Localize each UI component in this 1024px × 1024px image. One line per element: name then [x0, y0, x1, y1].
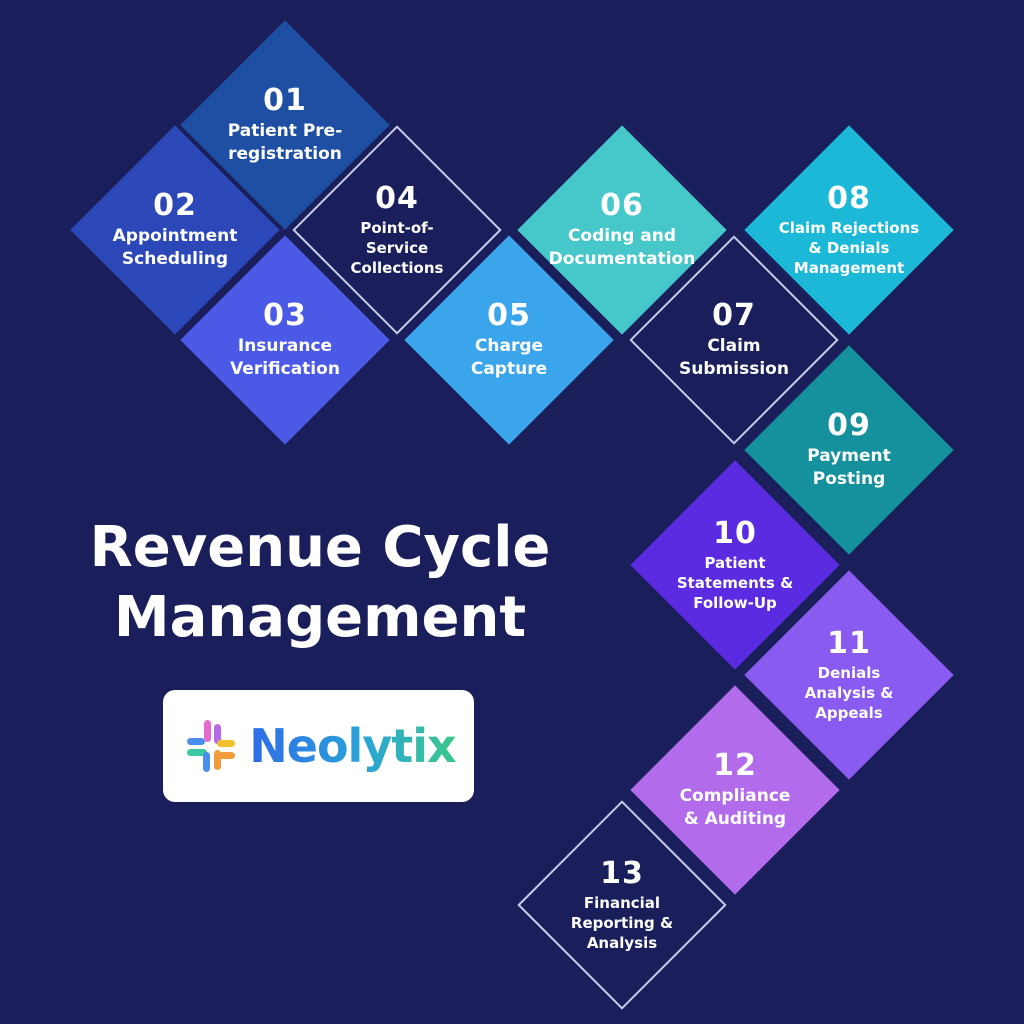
- step-label-line: Financial: [583, 894, 661, 912]
- step-number: 10: [713, 516, 757, 551]
- title-line-1: Revenue Cycle: [89, 515, 551, 580]
- step-label-line: Insurance: [237, 336, 333, 356]
- step-label-line: Submission: [679, 359, 789, 379]
- step-label-line: Appeals: [815, 704, 883, 722]
- step-label-line: Reporting &: [570, 914, 674, 932]
- step-label-line: Compliance: [679, 786, 791, 806]
- step-label-line: Analysis &: [804, 684, 894, 702]
- step-number: 05: [487, 298, 531, 333]
- step-label-line: Payment: [807, 446, 891, 466]
- step-number: 02: [153, 188, 197, 223]
- step-number: 08: [827, 181, 871, 216]
- step-label-line: Coding and: [567, 226, 677, 246]
- step-label-line: Posting: [812, 469, 886, 489]
- step-label-line: & Denials: [808, 239, 890, 257]
- step-label-line: Analysis: [586, 934, 658, 952]
- step-number: 12: [713, 748, 757, 783]
- step-label-line: Charge: [474, 336, 544, 356]
- page-title: Revenue Cycle Management: [40, 513, 600, 653]
- step-number: 01: [263, 83, 307, 118]
- step-label-line: Management: [793, 259, 905, 277]
- step-label-line: Point-of-: [360, 219, 434, 237]
- step-label-line: Denials: [817, 664, 881, 682]
- step-number: 13: [600, 856, 644, 891]
- step-number: 03: [263, 298, 307, 333]
- step-label-line: Patient: [704, 554, 766, 572]
- step-label-line: Service: [365, 239, 429, 257]
- step-label-line: Follow-Up: [693, 594, 777, 612]
- step-label: Patient Pre-registration: [228, 120, 343, 166]
- step-label-line: & Auditing: [683, 809, 787, 829]
- step-number: 11: [827, 626, 871, 661]
- step-label-line: Claim Rejections: [778, 219, 920, 237]
- step-label-line: Scheduling: [121, 249, 229, 269]
- step-label-line: Patient Pre-: [227, 121, 343, 141]
- step-number: 09: [827, 408, 871, 443]
- step-label-line: registration: [228, 144, 342, 164]
- step-number: 04: [375, 181, 419, 216]
- step-label: Compliance & Auditing: [680, 785, 791, 831]
- step-number: 07: [712, 298, 756, 333]
- step-number: 06: [600, 188, 644, 223]
- step-label-line: Capture: [470, 359, 548, 379]
- logo-card: Neolytix: [163, 690, 474, 802]
- step-label-line: Documentation: [548, 249, 696, 269]
- step-label-line: Claim: [707, 336, 761, 356]
- step-label-line: Appointment: [112, 226, 238, 246]
- step-label-line: Verification: [230, 359, 340, 379]
- step-label-line: Statements &: [676, 574, 794, 592]
- step-label-line: Collections: [350, 259, 444, 277]
- logo-wordmark: Neolytix: [249, 719, 456, 773]
- neolytix-logo-icon: [187, 720, 236, 772]
- title-line-2: Management: [113, 585, 527, 650]
